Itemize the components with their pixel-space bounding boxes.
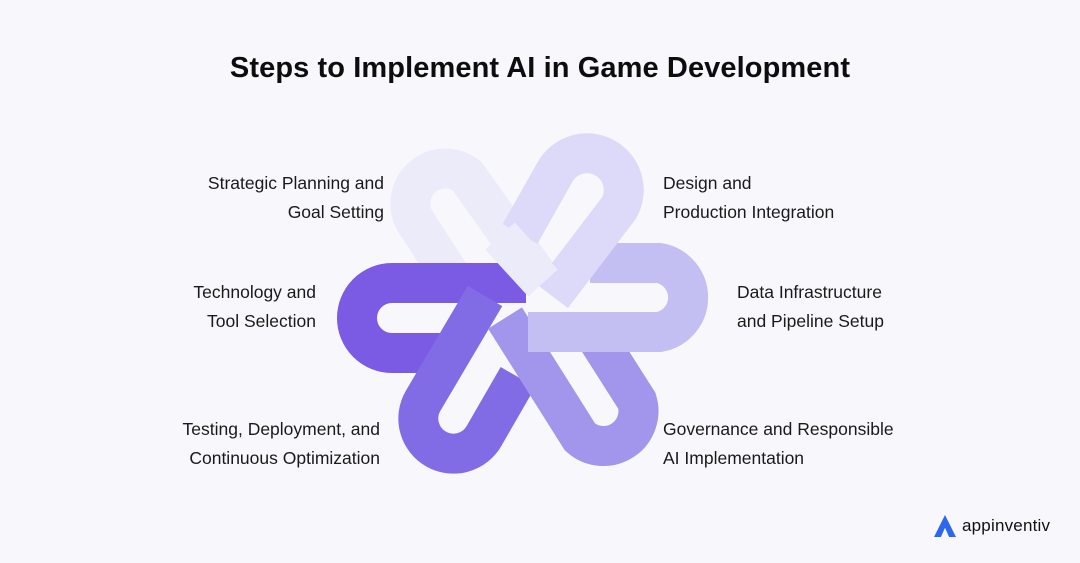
step-data-infrastructure: Data Infrastructure and Pipeline Setup (737, 278, 884, 336)
step-design-production: Design and Production Integration (663, 169, 834, 227)
step-governance: Governance and Responsible AI Implementa… (663, 415, 894, 473)
step-1-line2: Goal Setting (287, 202, 384, 222)
petal-right (528, 243, 709, 352)
step-technology-tools: Technology and Tool Selection (193, 278, 316, 336)
petal-bottom-left (398, 285, 536, 474)
step-5-line1: Testing, Deployment, and (182, 419, 380, 439)
step-4-line2: and Pipeline Setup (737, 311, 884, 331)
step-6-line1: Governance and Responsible (663, 419, 894, 439)
step-5-line2: Continuous Optimization (189, 448, 380, 468)
step-4-line1: Data Infrastructure (737, 282, 882, 302)
brand-logo: appinventiv (932, 513, 1050, 539)
step-1-line1: Strategic Planning and (207, 173, 384, 193)
step-3-line2: Tool Selection (207, 311, 316, 331)
brand-name: appinventiv (962, 516, 1051, 535)
step-2-line1: Design and (663, 173, 752, 193)
step-2-line2: Production Integration (663, 202, 835, 222)
step-3-line1: Technology and (193, 282, 316, 302)
step-6-line2: AI Implementation (663, 448, 805, 468)
petal-top-left (390, 148, 560, 297)
petal-top-left-overlap (485, 222, 558, 297)
page-title: Steps to Implement AI in Game Developmen… (229, 52, 851, 84)
step-testing-deployment: Testing, Deployment, and Continuous Opti… (183, 415, 380, 473)
petal-bottom-right (488, 307, 659, 466)
step-strategic-planning: Strategic Planning and Goal Setting (208, 169, 384, 227)
petal-left (337, 263, 526, 373)
petal-top-right (502, 133, 644, 309)
appinventiv-logo-icon (934, 515, 956, 537)
